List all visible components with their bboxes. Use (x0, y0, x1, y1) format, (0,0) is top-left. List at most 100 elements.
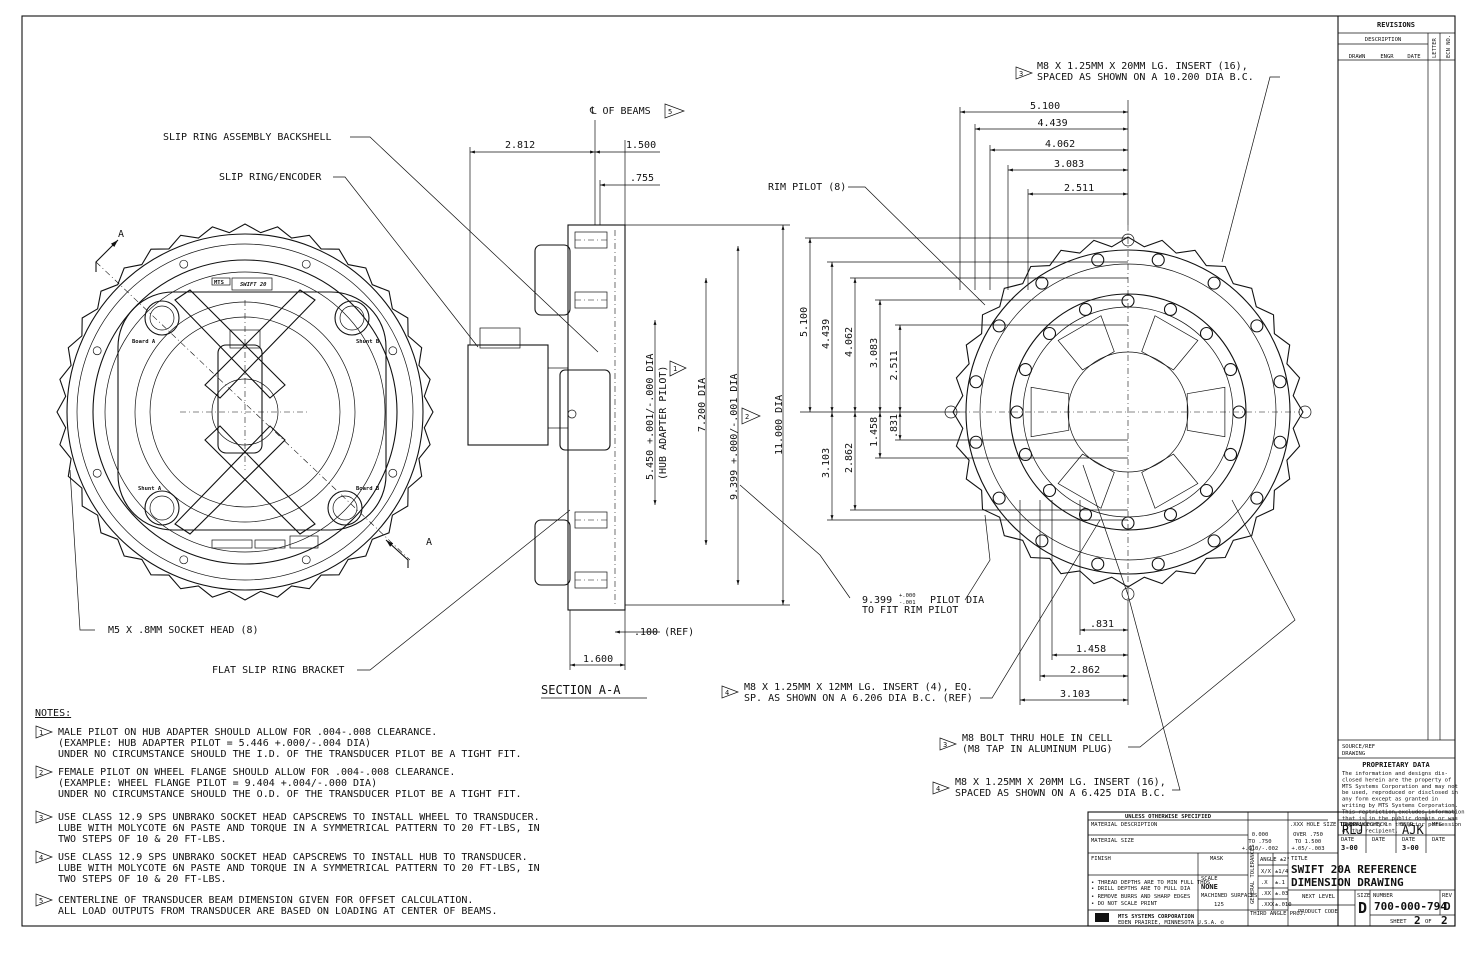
plate-board-a: Board A (132, 339, 156, 345)
tb-date-lbl-1: DATE (1341, 837, 1354, 843)
tb-title-2: DIMENSION DRAWING (1291, 876, 1404, 889)
tb-general: GENERAL TOLERANCES (1250, 844, 1256, 904)
plate-model: SWIFT 20 (240, 282, 267, 288)
tb-sheets: 2 (1441, 914, 1448, 927)
tb-machined-val: 125 (1214, 902, 1224, 908)
dim-low-v1458: 1.458 (869, 417, 880, 447)
dim-low-v831: .831 (889, 414, 900, 438)
tb-rev-lbl: REV (1442, 893, 1453, 899)
proprietary-line-6: writing by MTS Systems Corporation. (1342, 803, 1458, 809)
dim-top-h3083: 3.083 (1054, 159, 1084, 170)
plate-shunt-b: Shunt B (356, 339, 380, 345)
tb-third-angle: THIRD ANGLE PROJ. (1250, 911, 1306, 917)
tb-machined: MACHINED SURFACES (1201, 893, 1257, 899)
tb-scale-val: NONE (1201, 883, 1218, 891)
dim-100-ref: .100 (REF) (634, 627, 694, 638)
dim-low-v3103: 3.103 (821, 448, 832, 478)
revisions-engr: ENGR (1380, 54, 1394, 60)
callout-pilot-dia-2: PILOT DIA (930, 595, 984, 606)
tb-size: D (1358, 899, 1367, 917)
note-3-line-1: USE CLASS 12.9 SPS UNBRAKO SOCKET HEAD C… (58, 812, 540, 823)
tb-mask: MASK (1210, 856, 1224, 862)
encoder-plate (117, 291, 387, 531)
tb-mat-desc: MATERIAL DESCRIPTION (1091, 822, 1157, 828)
tb-xxx: .XXX (1261, 902, 1275, 908)
tb-check-lbl: CHECK (1370, 822, 1387, 828)
tb-address: EDEN PRAIRIE, MINNESOTA U.S.A. © (1118, 920, 1225, 926)
dim-755: .755 (630, 173, 654, 184)
note-flag-5: 5 (39, 897, 43, 905)
tb-finish: FINISH (1091, 856, 1111, 862)
proprietary-line-9: legitimately in the prior possession (1342, 822, 1461, 828)
tb-next-level: NEXT LEVEL (1302, 894, 1336, 900)
proprietary-line-4: be used, reproduced or disclosed in (1342, 790, 1458, 796)
tb-frac-tol: ±1/4 (1275, 869, 1289, 875)
note-5-line-1: CENTERLINE OF TRANSDUCER BEAM DIMENSION … (58, 895, 473, 906)
section-title: SECTION A-A (541, 683, 621, 697)
callout-m8-bot-2: SPACED AS SHOWN ON A 6.425 DIA B.C. (955, 788, 1166, 799)
section-label-bottom: A (426, 537, 432, 548)
dim-left-v2511: 2.511 (889, 350, 900, 380)
tb-angle: ANGLE ±2° (1260, 857, 1290, 863)
callout-flat-bracket: FLAT SLIP RING BRACKET (212, 665, 344, 676)
revisions-title: REVISIONS (1377, 21, 1415, 29)
revisions-date: DATE (1407, 54, 1420, 60)
dim-top-h5100: 5.100 (1030, 101, 1060, 112)
note-2-line-1: FEMALE PILOT ON WHEEL FLANGE SHOULD ALLO… (58, 767, 455, 778)
dim-11000: 11.000 DIA (774, 395, 785, 455)
tb-drawn: RLJ (1342, 823, 1364, 837)
note-flag-4: 4 (39, 854, 43, 862)
revisions-ecn: ECN NO. (1446, 35, 1452, 58)
plate-brand: MTS (214, 280, 224, 286)
tb-bullet-3: • REMOVE BURRS AND SHARP EDGES (1091, 894, 1190, 900)
proprietary-block: SOURCE/REF DRAWING PROPRIETARY DATA The … (1338, 744, 1465, 835)
tb-xx-tol: ±.03 (1275, 891, 1288, 897)
tb-bullet-4: • DO NOT SCALE PRINT (1091, 901, 1158, 907)
tb-frac: X/X (1261, 869, 1272, 875)
dim-bottom-b3103: 3.103 (1060, 689, 1090, 700)
note-flag-3: 3 (39, 814, 43, 822)
dim-1600: 1.600 (583, 654, 613, 665)
note-flag-1: 1 (39, 729, 43, 737)
note-1-line-1: MALE PILOT ON HUB ADAPTER SHOULD ALLOW F… (58, 727, 437, 738)
tb-ht-a1: 0.000 (1252, 832, 1269, 838)
tb-company: MTS SYSTEMS CORPORATION (1118, 914, 1194, 920)
tb-rev: D (1444, 900, 1451, 913)
tb-of: OF (1425, 919, 1432, 925)
tb-mfg-lbl: MFG (1432, 822, 1442, 828)
flag-3-bolt: 3 (943, 741, 947, 749)
tb-scale: SCALE (1201, 876, 1218, 882)
callout-pilot-tol-minus: -.001 (899, 600, 916, 606)
callout-m8-12-1: M8 X 1.25MM X 12MM LG. INSERT (4), EQ. (744, 682, 973, 693)
note-5-line-2: ALL LOAD OUTPUTS FROM TRANSDUCER ARE BAS… (58, 906, 498, 917)
flag-1-dim: 1 (673, 365, 677, 373)
callout-m8-bolt-2: (M8 TAP IN ALUMINUM PLUG) (962, 744, 1113, 755)
source-ref: SOURCE/REF (1342, 744, 1375, 750)
dim-5450: 5.450 +.001/-.000 DIA (645, 354, 656, 480)
front-view-left: MTS SWIFT 20 Board A Shunt B Shunt A Boa… (56, 223, 434, 601)
tb-sheet-lbl: SHEET (1390, 919, 1407, 925)
proprietary-line-1: The information and designs dis- (1342, 771, 1448, 777)
section-view: SECTION A-A 2.812 1.500 .755 1.600 .100 … (467, 103, 790, 699)
proprietary-line-8: that is in the public domain or was (1342, 816, 1458, 822)
note-2-line-3: UNDER NO CIRCUMSTANCE SHOULD THE O.D. OF… (58, 789, 522, 800)
tb-bullet-1: • THREAD DEPTHS ARE TO MIN FULL THDS (1091, 880, 1210, 886)
tb-mat-size: MATERIAL SIZE (1091, 838, 1134, 844)
flag-2-dim: 2 (745, 413, 749, 421)
tb-number-lbl: NUMBER (1373, 893, 1394, 899)
tb-ht-a3: +.010/-.002 (1242, 846, 1278, 852)
tb-ht-a2: TO .750 (1248, 839, 1271, 845)
callout-slip-ring-backshell: SLIP RING ASSEMBLY BACKSHELL (163, 132, 332, 143)
title-block: UNLESS OTHERWISE SPECIFIED MATERIAL DESC… (1087, 811, 1456, 927)
dim-bottom-b1458: 1.458 (1076, 644, 1106, 655)
tb-bullet-2: • DRILL DEPTHS ARE TO FULL DIA (1091, 886, 1191, 892)
callout-m8-top-1: M8 X 1.25MM X 20MM LG. INSERT (16), (1037, 61, 1248, 72)
tb-title-1: SWIFT 20A REFERENCE (1291, 863, 1417, 876)
callout-pilot-tol-plus: +.000 (899, 593, 916, 599)
source-drawing: DRAWING (1342, 751, 1365, 757)
dim-top-h4439: 4.439 (1038, 118, 1068, 129)
tb-xx: .XX (1261, 891, 1272, 897)
